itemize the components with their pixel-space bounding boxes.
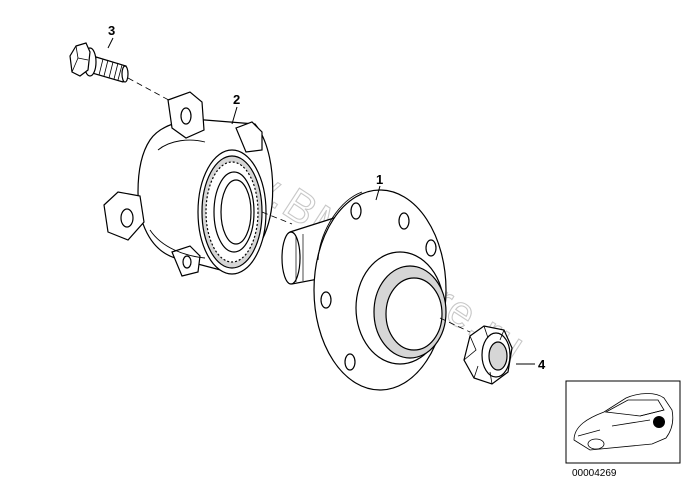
callout-group: 3 2 1 4 xyxy=(107,23,546,372)
callout-bearing: 2 xyxy=(233,92,240,107)
car-outline xyxy=(573,393,674,451)
wheel-bearing-part xyxy=(103,91,274,277)
callout-hub: 1 xyxy=(376,172,383,187)
location-marker xyxy=(653,416,665,428)
reference-number: 00004269 xyxy=(572,468,617,479)
callout-nut: 4 xyxy=(538,357,546,372)
assembly-axis-hub xyxy=(439,317,471,333)
wheel-hub-part xyxy=(281,189,447,391)
bolt-part xyxy=(69,42,129,83)
callout-bolt: 3 xyxy=(108,23,115,38)
assembly-axis-bearing xyxy=(261,211,293,225)
hub-nut-part xyxy=(463,325,513,385)
vehicle-thumbnail xyxy=(565,380,681,464)
